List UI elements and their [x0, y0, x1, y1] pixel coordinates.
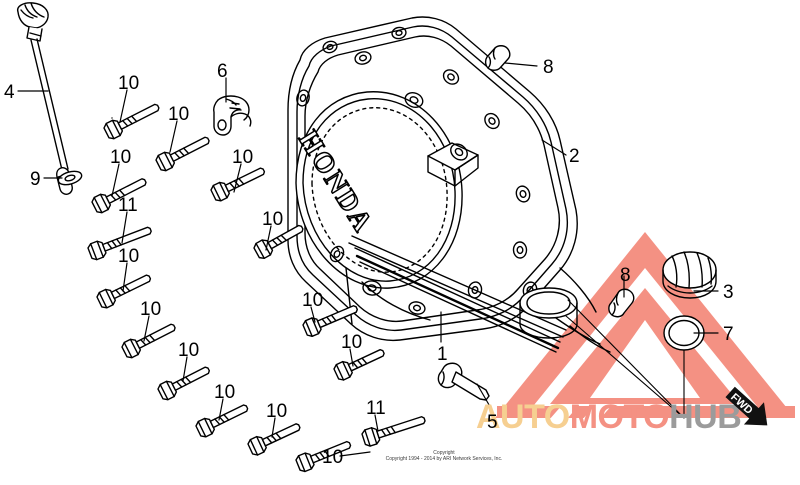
- leader-line-10: [182, 356, 188, 382]
- callout-number-10: 10: [266, 401, 288, 422]
- leader-line-10: [169, 120, 178, 153]
- assembly-leader-lines: [565, 299, 685, 419]
- callout-number-11: 11: [118, 195, 138, 216]
- leader-line-10: [119, 89, 128, 123]
- callout-number-1: 1: [437, 344, 448, 365]
- leader-line-8: [504, 62, 538, 67]
- bolt-bosses: [296, 26, 538, 315]
- callout-number-8: 8: [620, 265, 631, 286]
- watermark-auto: AUTO: [476, 398, 570, 436]
- callout-number-4: 4: [4, 82, 15, 103]
- callout-number-10: 10: [214, 382, 236, 403]
- oring-part-9: [57, 170, 83, 186]
- leader-line-11: [374, 414, 379, 432]
- callout-number-9: 9: [30, 169, 41, 190]
- dipstick-part-4: [17, 2, 73, 195]
- watermark-hub: HUB: [669, 398, 742, 436]
- callout-number-8: 8: [543, 57, 554, 78]
- leader-line-10: [339, 451, 371, 457]
- copyright-line-2: Copyright 1994 - 2014 by ARI Network Ser…: [385, 456, 503, 463]
- callout-number-3: 3: [723, 282, 734, 303]
- leader-line-10: [265, 225, 272, 251]
- bolts: [87, 103, 426, 473]
- callout-number-7: 7: [723, 324, 734, 345]
- leader-line-11: [121, 211, 128, 244]
- watermark-moto: MOTO: [569, 398, 670, 436]
- callout-number-10: 10: [232, 147, 254, 168]
- callout-number-10: 10: [110, 147, 132, 168]
- leader-line-10: [271, 417, 276, 438]
- callout-number-2: 2: [569, 146, 580, 167]
- callout-number-10: 10: [118, 73, 140, 94]
- leader-line-10: [111, 163, 120, 197]
- callout-number-6: 6: [217, 61, 228, 82]
- dowel-pin-part-8-lower: [608, 288, 635, 318]
- leader-line-10: [218, 398, 224, 421]
- watermark-text: AUTOMOTOHUB: [476, 398, 742, 436]
- callout-leaders: [17, 62, 719, 457]
- callout-number-10: 10: [168, 104, 190, 125]
- callout-number-10: 10: [341, 332, 363, 353]
- leader-line-10: [349, 348, 354, 367]
- callout-number-10: 10: [178, 340, 200, 361]
- callout-number-10: 10: [140, 299, 162, 320]
- dowel-pin-part-8-top: [484, 45, 511, 71]
- clutch-cover-part-1: HONDA: [287, 16, 611, 353]
- callout-number-10: 10: [322, 447, 344, 468]
- copyright-line-1: Copyright: [433, 450, 455, 456]
- callout-number-10: 10: [118, 246, 140, 267]
- callout-number-11: 11: [366, 398, 386, 419]
- copyright-notice: Copyright Copyright 1994 - 2014 by ARI N…: [384, 450, 504, 463]
- callout-number-10: 10: [302, 290, 324, 311]
- bracket-part-6: [213, 95, 252, 136]
- callout-number-5: 5: [487, 412, 498, 433]
- oil-filler-cap-part-3: [662, 251, 717, 299]
- callout-number-10: 10: [262, 209, 284, 230]
- leader-line-10: [122, 262, 128, 292]
- leader-line-2: [541, 139, 567, 156]
- leader-line-10: [233, 163, 242, 193]
- leader-line-10: [143, 315, 150, 342]
- leader-line-5: [476, 383, 493, 411]
- leader-line-10: [310, 306, 316, 323]
